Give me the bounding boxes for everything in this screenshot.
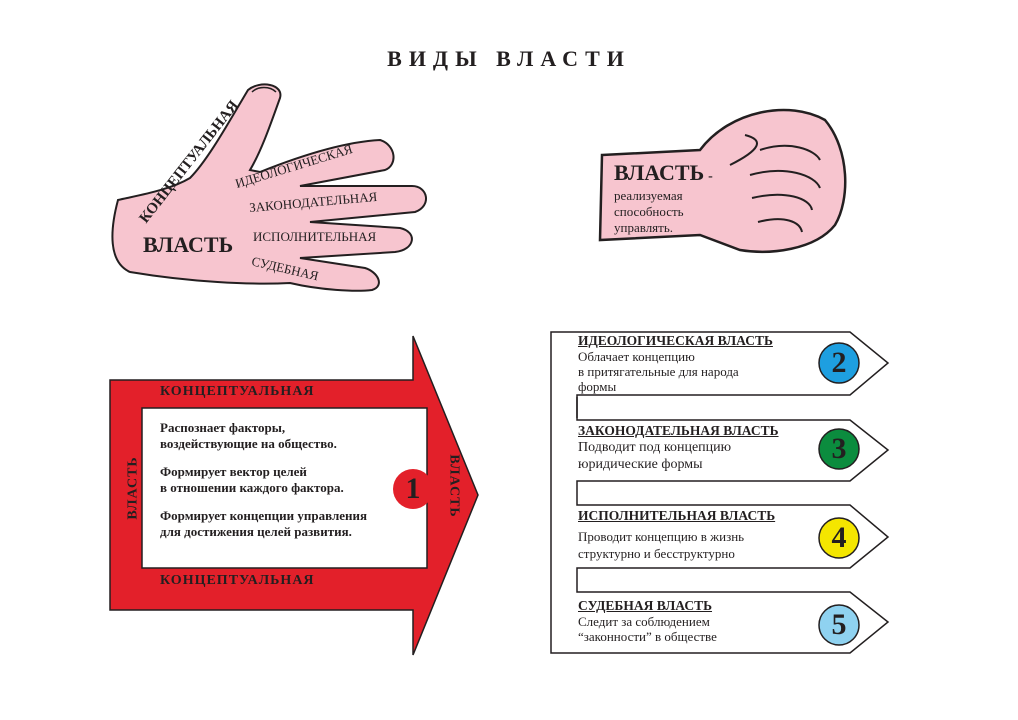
banner-heading: СУДЕБНАЯ ВЛАСТЬ	[578, 598, 713, 613]
banner-line: Проводит концепцию в жизнь	[578, 529, 745, 544]
badge-circle	[818, 604, 860, 646]
hand-palm-label: ВЛАСТЬ	[143, 232, 234, 257]
arrow-top-label: КОНЦЕПТУАЛЬНАЯ	[160, 384, 315, 399]
banner-line: формы	[578, 379, 617, 394]
banner-line: юридические формы	[578, 457, 703, 472]
arrow-description: Распознает факторы, воздействующие на об…	[160, 420, 367, 540]
desc-line: воздействующие на общество.	[160, 436, 337, 451]
banner-line: “законности” в обществе	[578, 629, 717, 644]
banner-heading: ИСПОЛНИТЕЛЬНАЯ ВЛАСТЬ	[578, 508, 776, 523]
banner-executive: ИСПОЛНИТЕЛЬНАЯ ВЛАСТЬ Проводит концепцию…	[578, 508, 775, 562]
badge-number: 4	[831, 521, 847, 554]
banner-line: Облачает концепцию	[578, 349, 695, 364]
desc-line: в отношении каждого фактора.	[160, 480, 344, 495]
hand-finger-label: ИСПОЛНИТЕЛЬНАЯ	[253, 229, 377, 244]
fist-line: управлять.	[614, 220, 674, 235]
fist-heading: ВЛАСТЬ	[614, 160, 705, 185]
badge-number: 2	[831, 346, 847, 379]
badge-number: 5	[831, 608, 847, 641]
arrow-bottom-label: КОНЦЕПТУАЛЬНАЯ	[160, 573, 315, 588]
fist-line: способность	[614, 204, 684, 219]
badge-circle	[818, 342, 860, 384]
badge-circle	[818, 517, 860, 559]
desc-line: Распознает факторы,	[160, 420, 286, 435]
desc-line: Формирует вектор целей	[160, 464, 307, 479]
banner-judicial: СУДЕБНАЯ ВЛАСТЬ Следит за соблюдением “з…	[578, 598, 717, 644]
fist-caption: ВЛАСТЬ - реализуемая способность управля…	[614, 160, 713, 236]
page-title: ВИДЫ ВЛАСТИ	[387, 46, 631, 71]
banner-heading: ИДЕОЛОГИЧЕСКАЯ ВЛАСТЬ	[578, 333, 773, 348]
banner-line: Подводит под концепцию	[578, 440, 732, 455]
banner-heading: ЗАКОНОДАТЕЛЬНАЯ ВЛАСТЬ	[578, 423, 779, 438]
fist-line: реализуемая	[614, 188, 683, 203]
desc-line: для достижения целей развития.	[160, 524, 352, 539]
desc-line: Формирует концепции управления	[160, 508, 368, 523]
badge-circle	[818, 428, 860, 470]
banner-line: в притягательные для народа	[578, 364, 739, 379]
banner-line: Следит за соблюдением	[578, 614, 710, 629]
banner-ideological: ИДЕОЛОГИЧЕСКАЯ ВЛАСТЬ Облачает концепцию…	[578, 333, 773, 394]
fist-dash: -	[708, 169, 713, 184]
badge-number: 3	[831, 432, 847, 465]
banner-line: структурно и бесструктурно	[578, 546, 735, 561]
banner-legislative: ЗАКОНОДАТЕЛЬНАЯ ВЛАСТЬ Подводит под конц…	[578, 423, 779, 473]
arrow-number: 1	[405, 472, 421, 505]
